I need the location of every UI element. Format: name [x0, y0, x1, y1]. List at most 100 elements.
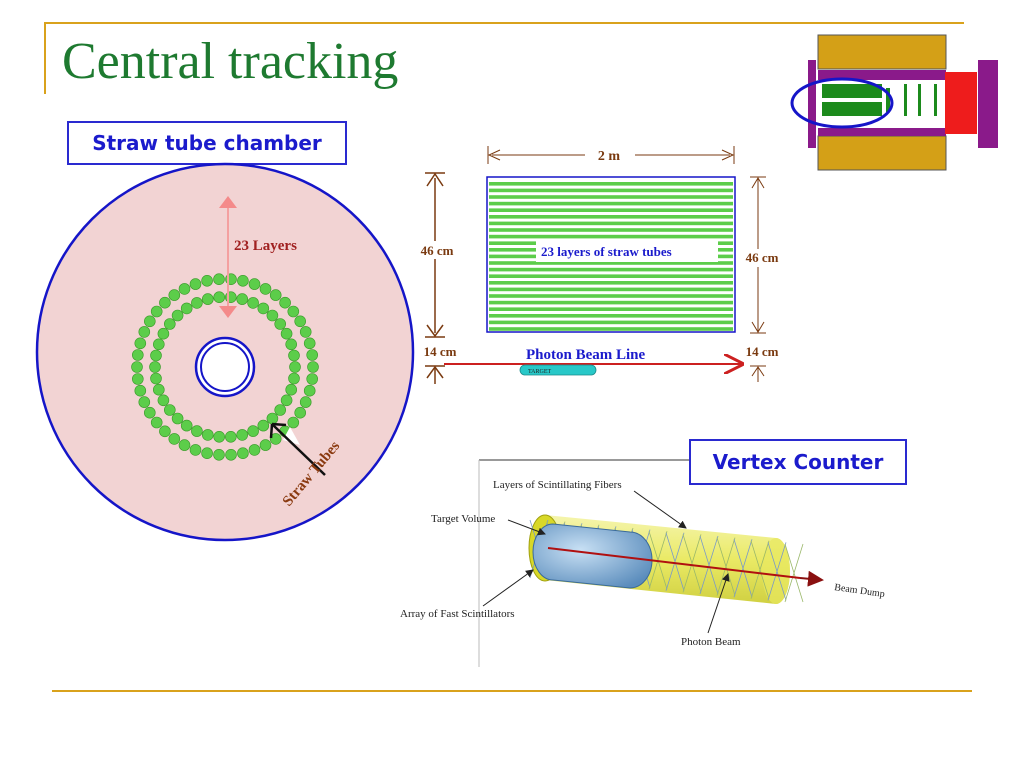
straw-layer — [489, 320, 733, 325]
straw-layer — [489, 287, 733, 292]
straw-layer — [489, 294, 733, 298]
straw-tube — [164, 318, 176, 330]
straw-tube — [269, 433, 282, 445]
straw-tube — [213, 291, 225, 304]
straw-tube — [248, 278, 261, 290]
straw-layer — [489, 182, 733, 186]
straw-tube-rings — [131, 273, 319, 461]
fiber-strand — [716, 537, 736, 596]
straw-tube — [287, 416, 300, 429]
straw-layer — [489, 234, 733, 239]
straw-tube — [274, 318, 287, 330]
straw-tube — [299, 396, 312, 408]
straw-tube — [201, 274, 213, 287]
straw-layer — [489, 228, 733, 232]
offset-left-label: 14 cm — [424, 344, 457, 359]
straw-tube — [202, 293, 214, 305]
scintillators-label: Array of Fast Scintillators — [400, 608, 515, 620]
straw-tube — [213, 448, 225, 461]
straw-chamber-side-view: 2 m 23 layers of straw tubes 46 cm 14 cm… — [414, 146, 784, 384]
straw-tube — [171, 412, 184, 425]
straw-tube — [150, 416, 163, 429]
straw-tube — [303, 384, 316, 397]
straw-tube — [159, 425, 171, 438]
straw-layer — [489, 300, 733, 305]
vertex-counter-diagram: Layers of Scintillating Fibers Target Vo… — [400, 459, 885, 667]
straw-tube — [168, 433, 181, 445]
straw-tube — [132, 349, 144, 361]
top-rule — [44, 22, 964, 24]
detector-thumbnail — [790, 34, 998, 171]
bottom-rule — [52, 690, 972, 692]
fiber-strand — [665, 532, 685, 591]
straw-tube — [134, 337, 147, 350]
straw-tube — [257, 419, 270, 432]
straw-tube — [289, 361, 301, 373]
layers-label: 23 Layers — [234, 238, 297, 254]
straw-tube — [132, 373, 144, 385]
straw-tube — [280, 327, 293, 340]
straw-tube — [259, 283, 272, 295]
straw-tube — [247, 425, 259, 437]
straw-tube — [236, 429, 248, 441]
straw-tube — [138, 396, 151, 408]
straw-tube — [157, 394, 170, 407]
layers-caption-bg — [536, 241, 718, 262]
straw-tube — [202, 429, 214, 441]
straw-tube — [285, 338, 298, 351]
straw-tube — [294, 406, 307, 419]
fiber-strand — [699, 535, 719, 595]
straw-tube — [157, 327, 170, 340]
straw-tube — [144, 315, 156, 328]
straw-tube — [150, 349, 162, 362]
target-volume-label: Target Volume — [431, 513, 495, 525]
straw-tube — [269, 289, 282, 301]
height-right-label: 46 cm — [746, 250, 779, 265]
straw-tube — [189, 444, 202, 456]
straw-layer — [489, 327, 733, 331]
straw-tube — [153, 383, 165, 396]
straw-tube — [257, 302, 270, 315]
left-rule — [44, 22, 46, 94]
straw-tube — [225, 448, 237, 461]
straw-tube — [303, 337, 316, 350]
straw-tube — [164, 404, 176, 416]
straw-tube — [266, 412, 279, 425]
straw-layer — [489, 208, 733, 212]
straw-tube — [213, 430, 225, 443]
fiber-strand — [784, 543, 804, 603]
straw-tube — [274, 404, 287, 416]
straw-tube-chamber-label: Straw tube chamber — [67, 121, 347, 165]
straw-tube — [159, 296, 171, 309]
straw-chamber-cross-section: 23 Layers Straw Tubes — [35, 162, 415, 542]
straw-layer — [489, 195, 733, 199]
straw-tube — [213, 273, 225, 286]
offset-right-label: 14 cm — [746, 344, 779, 359]
straw-tube — [189, 278, 202, 290]
straw-tube — [171, 309, 184, 322]
straw-tube — [225, 291, 237, 304]
straw-tube — [280, 394, 293, 407]
straw-layer — [489, 281, 733, 285]
straw-tube — [180, 419, 193, 432]
straw-tube — [266, 309, 279, 322]
vertex-counter-label: Vertex Counter — [689, 439, 907, 485]
straw-tube — [306, 349, 319, 361]
straw-layer — [489, 201, 733, 206]
layers-caption: 23 layers of straw tubes — [541, 244, 672, 259]
straw-tube — [150, 305, 163, 318]
fiber-strand — [767, 542, 787, 601]
straw-tube — [153, 338, 165, 351]
straw-tube — [191, 297, 203, 309]
fibers-label: Layers of Scintillating Fibers — [493, 479, 622, 491]
straw-tube — [178, 439, 191, 451]
straw-tube — [299, 326, 312, 338]
straw-layer — [489, 314, 733, 318]
fiber-strand — [682, 534, 702, 593]
straw-tube — [144, 406, 156, 419]
straw-tube — [237, 447, 249, 460]
slide-title: Central tracking — [62, 33, 399, 90]
target-label: TARGET — [528, 369, 552, 375]
straw-layer — [489, 261, 733, 265]
straw-tube — [138, 326, 151, 338]
